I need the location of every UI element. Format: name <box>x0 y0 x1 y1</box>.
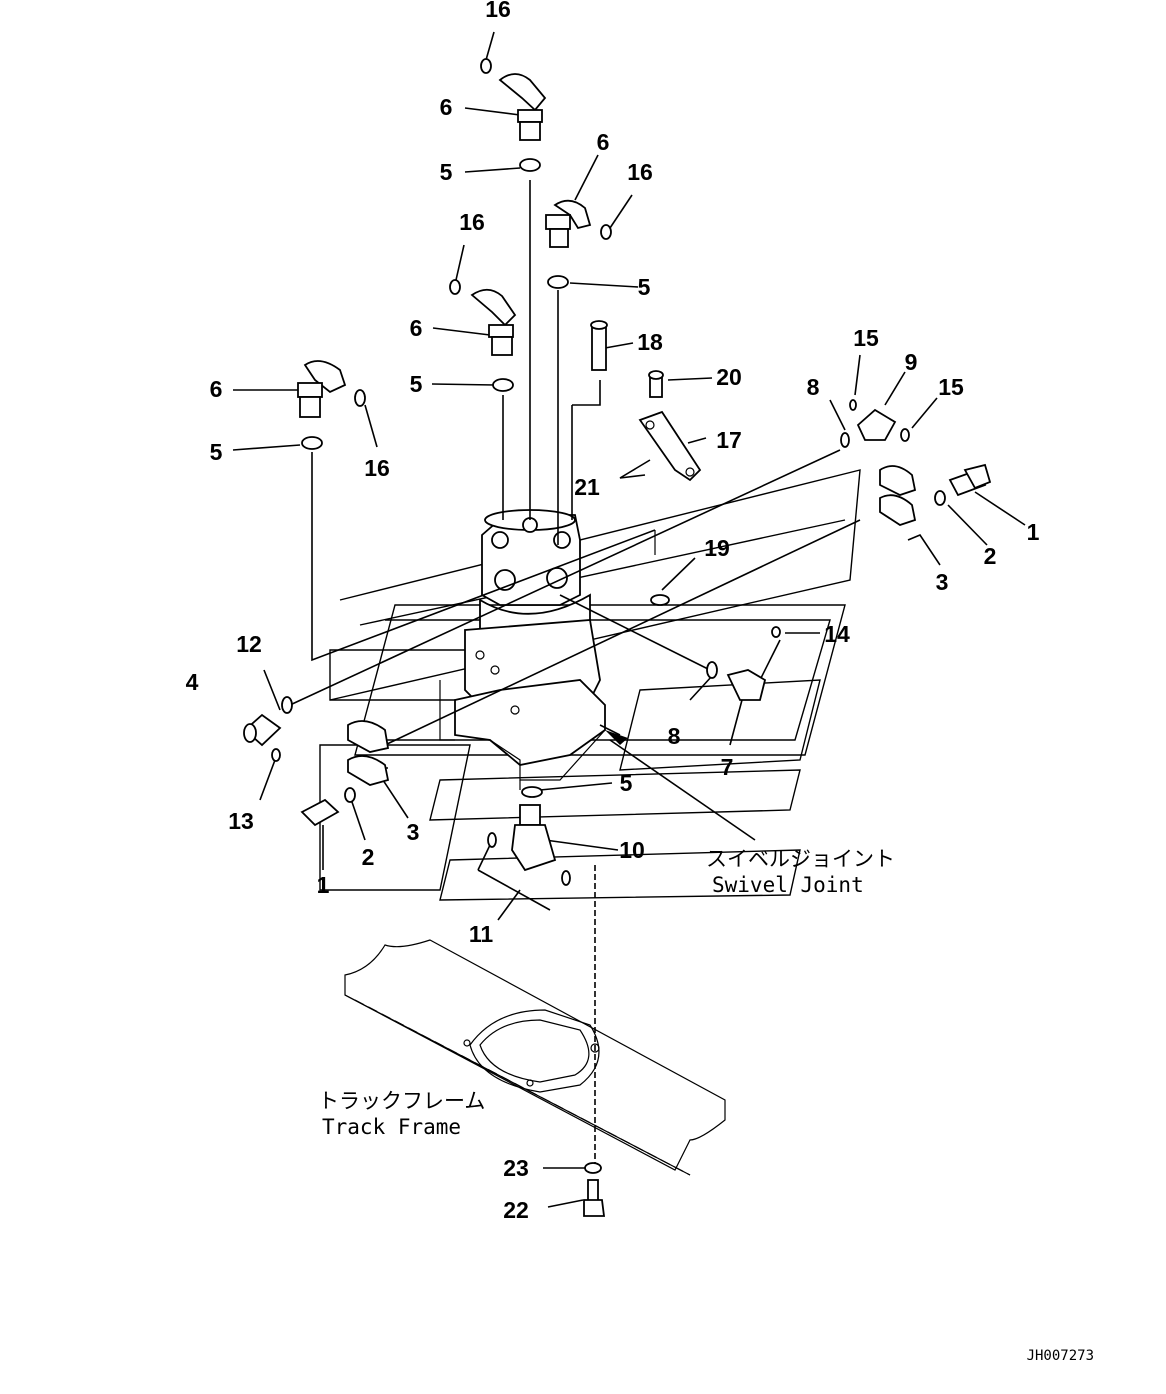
callout-3: 3 <box>407 819 420 845</box>
callout-6: 6 <box>597 129 610 155</box>
callout-21: 21 <box>574 474 600 500</box>
callout-5: 5 <box>440 159 453 185</box>
callout-10: 10 <box>619 837 645 863</box>
callout-18: 18 <box>637 329 663 355</box>
track-frame <box>344 939 726 1176</box>
callout-5: 5 <box>638 274 651 300</box>
callout-11: 11 <box>469 921 494 947</box>
callout-22: 22 <box>503 1197 529 1223</box>
leader-lines <box>232 31 1026 1208</box>
swivel-joint-label-en: Swivel Joint <box>712 873 864 897</box>
callout-13: 13 <box>228 808 254 834</box>
callout-2: 2 <box>984 543 997 569</box>
callout-23: 23 <box>503 1155 529 1181</box>
callout-17: 17 <box>716 427 742 453</box>
callout-14: 14 <box>824 621 850 647</box>
callout-2: 2 <box>362 844 375 870</box>
callout-1: 1 <box>317 872 330 898</box>
callout-6: 6 <box>440 94 453 120</box>
callout-12: 12 <box>236 631 262 657</box>
callout-16: 16 <box>459 209 485 235</box>
track-frame-label-en: Track Frame <box>322 1115 461 1139</box>
callout-5: 5 <box>210 439 223 465</box>
callout-16: 16 <box>627 159 653 185</box>
fittings <box>243 58 992 1217</box>
swivel-joint-label-jp: スイベルジョイント <box>706 847 895 871</box>
callout-16: 16 <box>364 455 390 481</box>
callout-labels: 16 6 5 6 16 16 5 6 18 5 20 15 9 6 8 15 1… <box>186 0 1040 1223</box>
arrow-head <box>605 730 628 745</box>
callout-3: 3 <box>936 569 949 595</box>
callout-16: 16 <box>485 0 511 22</box>
callout-5: 5 <box>620 770 633 796</box>
callout-19: 19 <box>704 535 730 561</box>
callout-7: 7 <box>721 754 734 780</box>
callout-6: 6 <box>410 315 423 341</box>
callout-15: 15 <box>853 325 879 351</box>
callout-15: 15 <box>938 374 964 400</box>
callout-6: 6 <box>210 376 223 402</box>
ghost-frame <box>319 469 861 901</box>
callout-5: 5 <box>410 371 423 397</box>
callout-9: 9 <box>905 349 918 375</box>
track-frame-label-jp: トラックフレーム <box>318 1089 485 1113</box>
drawing-code: JH007273 <box>1027 1348 1094 1364</box>
callout-4: 4 <box>186 669 199 695</box>
callout-20: 20 <box>716 364 742 390</box>
callout-1: 1 <box>1027 519 1040 545</box>
callout-8: 8 <box>807 374 820 400</box>
callout-8: 8 <box>668 723 681 749</box>
